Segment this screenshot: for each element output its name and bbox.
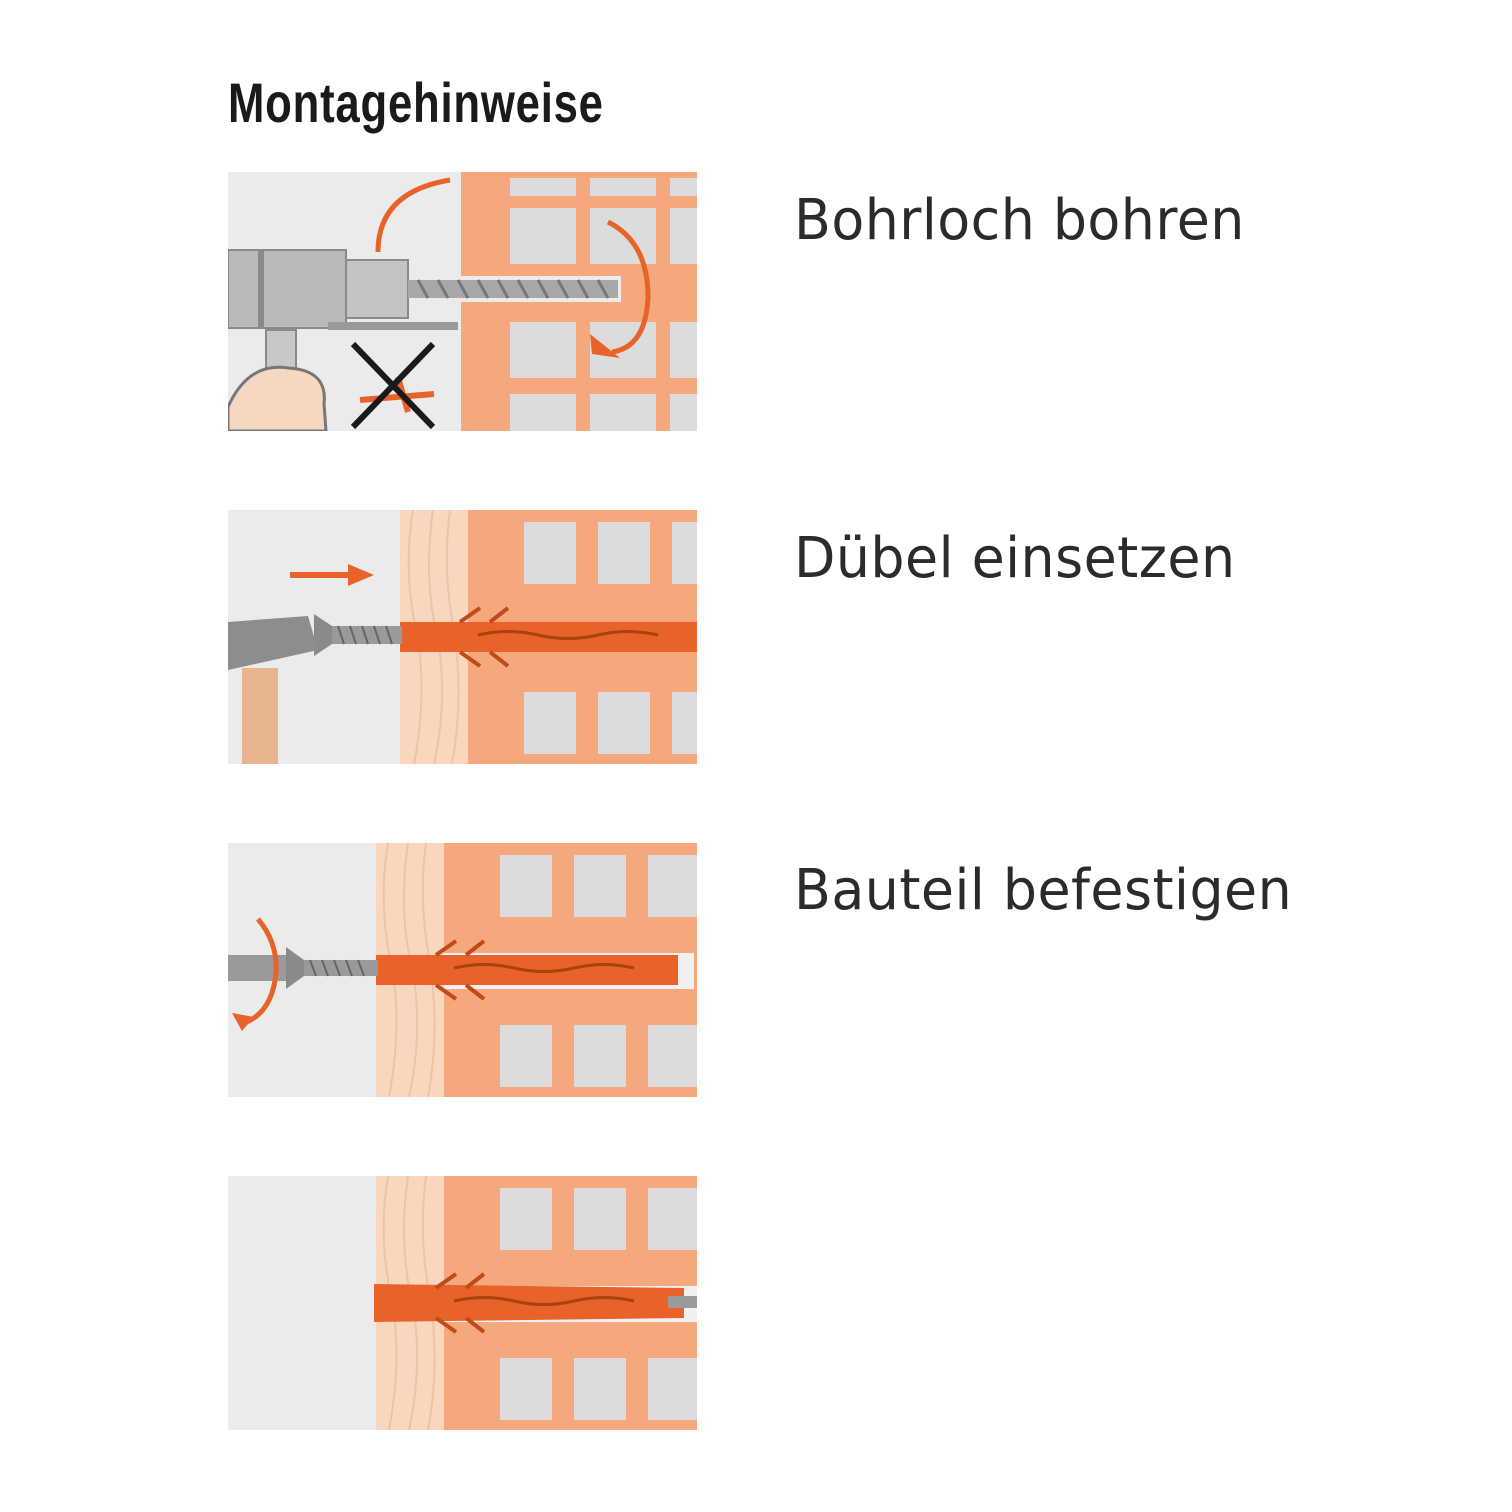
step-3-label: Bauteil befestigen: [794, 858, 1293, 923]
step-2-label: Dübel einsetzen: [794, 526, 1236, 591]
drill-icon: [228, 172, 697, 431]
step-4-illustration: [228, 1176, 697, 1430]
hammer-dowel-icon: [228, 510, 697, 764]
step-1-label: Bohrloch bohren: [794, 188, 1245, 253]
step-2-illustration: [228, 510, 697, 764]
step-1-illustration: [228, 172, 697, 431]
page-title: Montagehinweise: [228, 71, 604, 134]
step-3-illustration: [228, 843, 697, 1097]
screwdriver-icon: [228, 843, 697, 1097]
installed-dowel-icon: [228, 1176, 697, 1430]
